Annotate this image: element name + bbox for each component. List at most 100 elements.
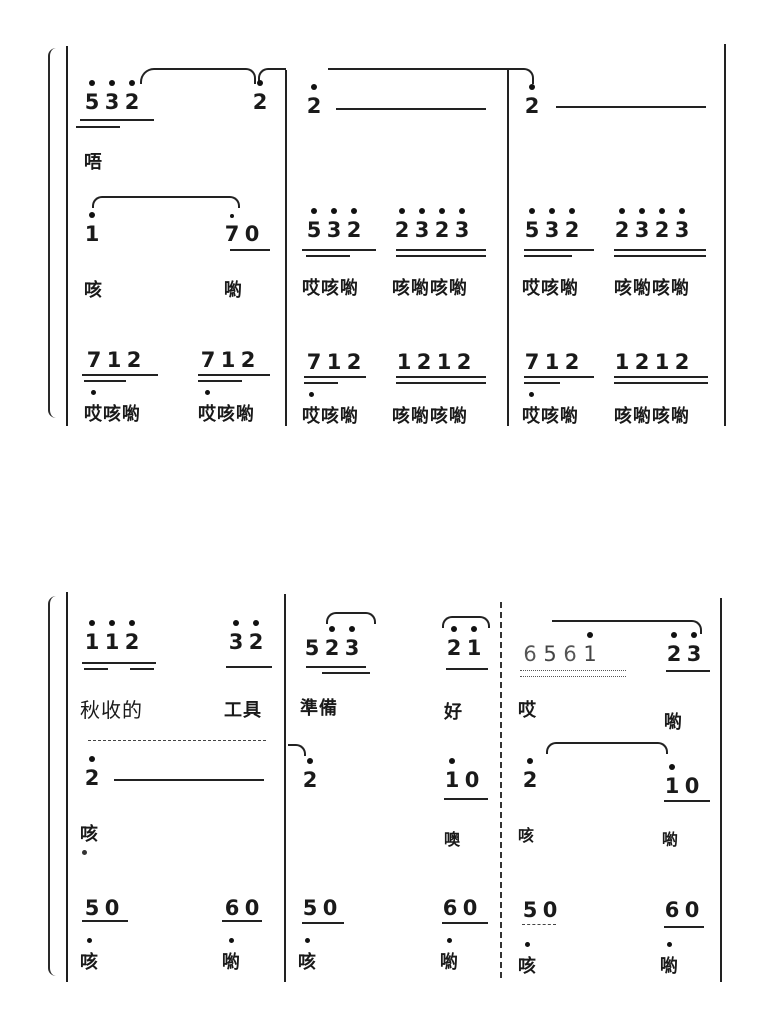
beam-line (522, 924, 556, 925)
note-group: 1 0 (442, 758, 482, 792)
note-group: 1 0 (662, 764, 702, 798)
note: 2 (392, 208, 412, 242)
note: 2 (300, 758, 320, 792)
beam-line (82, 374, 158, 376)
note-group: 7 0 (222, 214, 262, 246)
note-group: 6 5 6 1 (520, 632, 600, 666)
note: 2 (304, 84, 324, 118)
note: 2 (240, 348, 256, 372)
note-group: 5 0 (300, 896, 340, 920)
note: 2 (522, 84, 542, 118)
barline-final (724, 44, 726, 426)
beam-line (520, 670, 626, 671)
note: 2 (122, 80, 142, 114)
lyric: 喲 (664, 712, 683, 733)
note: 1 (580, 632, 600, 666)
lyric: 咳喲咳喲 (392, 406, 468, 427)
system-1: 5 3 2 2 唔 2 2 1 7 0 咳 喲 5 3 2 2 3 2 3 哎咳… (0, 0, 772, 440)
beam-line (524, 255, 572, 257)
note: 6 (224, 896, 240, 920)
note: 2 (664, 632, 684, 666)
note: 5 (302, 896, 318, 920)
system-bracket (48, 596, 56, 976)
lyric: 咳 (80, 938, 99, 974)
note-group: 2 (304, 84, 324, 118)
system-bracket (48, 48, 56, 418)
note: 2 (634, 350, 650, 374)
beam-line (396, 249, 486, 251)
beam-line (396, 382, 486, 384)
note: 1 (106, 348, 122, 372)
note-group: 6 0 (662, 898, 702, 922)
beam-line (302, 922, 344, 924)
beam-line (614, 255, 706, 257)
lyric: 噢 (444, 830, 462, 849)
note-group: 7 1 2 (84, 348, 144, 372)
note: 7 (200, 348, 216, 372)
note: 6 (563, 642, 577, 666)
note-group: 5 3 2 (82, 80, 142, 114)
lyric: 喲 (224, 280, 243, 301)
note: 1 (442, 758, 462, 792)
note: 5 (304, 208, 324, 242)
note: 1 (220, 348, 236, 372)
note: 3 (226, 620, 246, 654)
beam-line (304, 376, 366, 378)
note: 0 (244, 222, 260, 246)
lyric: 哎咳喲 (302, 392, 359, 428)
note-group: 1 (82, 212, 102, 246)
note: 6 (664, 898, 680, 922)
slur (92, 196, 240, 208)
note: 0 (244, 896, 260, 920)
beam-line (614, 376, 708, 378)
note: 2 (122, 620, 142, 654)
beam-line (84, 668, 108, 670)
note-group: 1 2 1 2 (394, 350, 474, 374)
lyric: 哎咳喲 (198, 390, 255, 426)
note: 0 (464, 768, 480, 792)
note: 2 (674, 350, 690, 374)
beam-line (82, 920, 128, 922)
lyric: 咳 (518, 942, 537, 978)
note-group: 2 3 (664, 632, 704, 666)
note: 1 (614, 350, 630, 374)
beam-line (80, 119, 154, 121)
barline (500, 602, 502, 978)
lyric: 咳喲咳喲 (614, 278, 690, 299)
note: 2 (346, 350, 362, 374)
lyric: 哎咳喲 (84, 390, 141, 426)
lyric: 喲 (440, 938, 459, 974)
note: 2 (82, 756, 102, 790)
note: 2 (416, 350, 432, 374)
beam-line (524, 376, 594, 378)
note-group: 5 0 (520, 898, 560, 922)
note: 7 (524, 350, 540, 374)
beam-line (230, 249, 270, 251)
note: 0 (542, 898, 558, 922)
note: 3 (452, 208, 472, 242)
note-group: 6 0 (222, 896, 262, 920)
note: 1 (102, 620, 122, 654)
lyric: 秋收的 (80, 698, 143, 722)
note: 1 (654, 350, 670, 374)
note: 7 (222, 214, 242, 246)
beam-line (82, 662, 156, 664)
beam-line (198, 380, 242, 382)
lyric: 哎咳喲 (522, 392, 579, 428)
beam-line (666, 670, 710, 672)
lyric: 咳 (518, 826, 536, 845)
note: 2 (612, 208, 632, 242)
note: 3 (324, 208, 344, 242)
note: 2 (456, 350, 472, 374)
note: 3 (542, 208, 562, 242)
sustain-dash (556, 106, 706, 108)
note: 7 (306, 350, 322, 374)
beam-line (84, 380, 126, 382)
lyric: 好 (444, 702, 463, 723)
note: 5 (522, 898, 538, 922)
note: 1 (82, 212, 102, 246)
note: 2 (432, 208, 452, 242)
beam-line (226, 666, 272, 668)
note: 5 (82, 80, 102, 114)
beam-line (520, 676, 626, 677)
